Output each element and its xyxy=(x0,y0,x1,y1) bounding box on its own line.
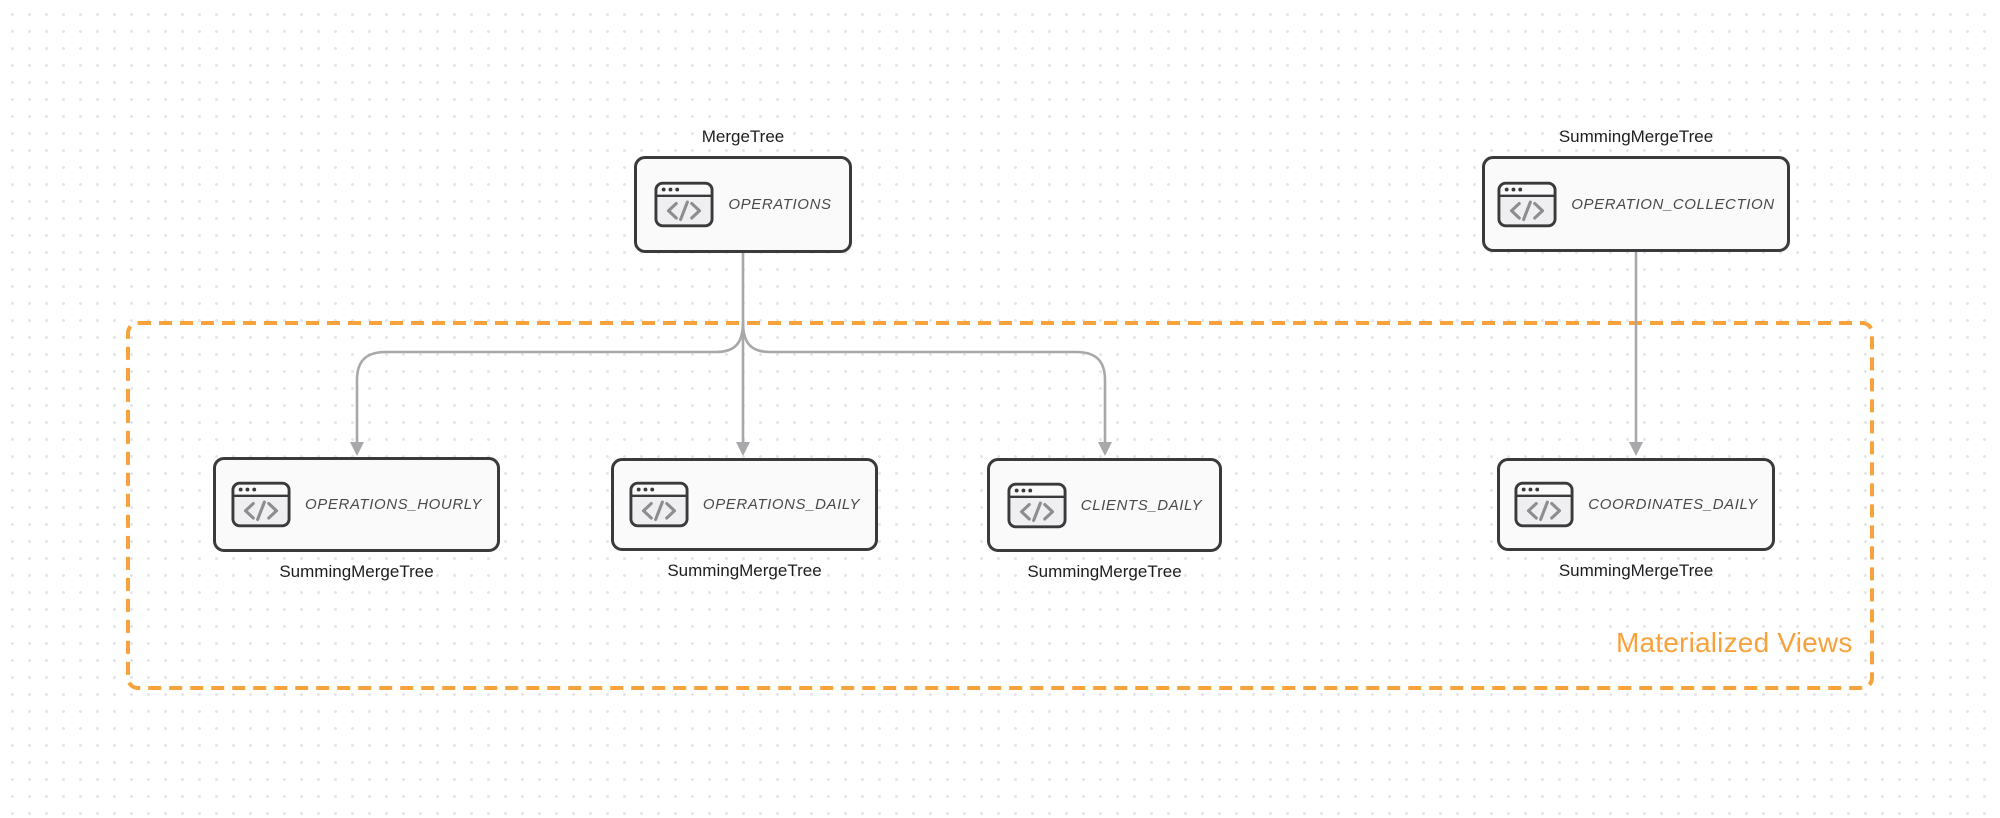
materialized-views-group-border xyxy=(126,321,1874,690)
engine-caption-operations-daily: SummingMergeTree xyxy=(667,561,822,580)
code-window-icon xyxy=(1007,482,1067,528)
arrowhead-clients-daily xyxy=(1098,442,1112,456)
node-title: OPERATIONS xyxy=(728,196,832,213)
node-operations-daily: OPERATIONS_DAILY xyxy=(611,458,878,551)
engine-caption-operations: MergeTree xyxy=(701,127,785,146)
code-window-icon xyxy=(1497,181,1557,227)
code-window-icon xyxy=(654,181,714,228)
code-window-icon xyxy=(1514,481,1574,528)
node-title: OPERATIONS_HOURLY xyxy=(305,496,482,513)
materialized-views-label: Materialized Views xyxy=(1616,627,1853,658)
node-operation-collection: OPERATION_COLLECTION xyxy=(1482,156,1790,252)
engine-caption-operation-collection: SummingMergeTree xyxy=(1558,127,1714,146)
node-operations: OPERATIONS xyxy=(634,156,852,253)
node-title: COORDINATES_DAILY xyxy=(1588,496,1758,513)
node-operations-hourly: OPERATIONS_HOURLY xyxy=(213,457,500,552)
node-title: OPERATIONS_DAILY xyxy=(702,496,861,513)
edge-operations-to-operations-hourly xyxy=(355,321,745,443)
node-title: CLIENTS_DAILY xyxy=(1080,496,1203,514)
node-clients-daily: CLIENTS_DAILY xyxy=(987,458,1222,552)
arrowhead-operations-daily xyxy=(736,442,750,456)
code-window-icon xyxy=(629,481,689,528)
node-coordinates-daily: COORDINATES_DAILY xyxy=(1497,458,1775,551)
arrowhead-coordinates-daily xyxy=(1629,442,1643,456)
engine-caption-coordinates-daily: SummingMergeTree xyxy=(1558,561,1714,580)
edge-operations-to-clients-daily xyxy=(741,321,1107,443)
engine-caption-operations-hourly: SummingMergeTree xyxy=(279,562,434,581)
engine-caption-clients-daily: SummingMergeTree xyxy=(1027,562,1182,581)
node-title: OPERATION_COLLECTION xyxy=(1571,195,1775,213)
code-window-icon xyxy=(231,481,291,528)
arrowhead-operations-hourly xyxy=(350,442,364,456)
